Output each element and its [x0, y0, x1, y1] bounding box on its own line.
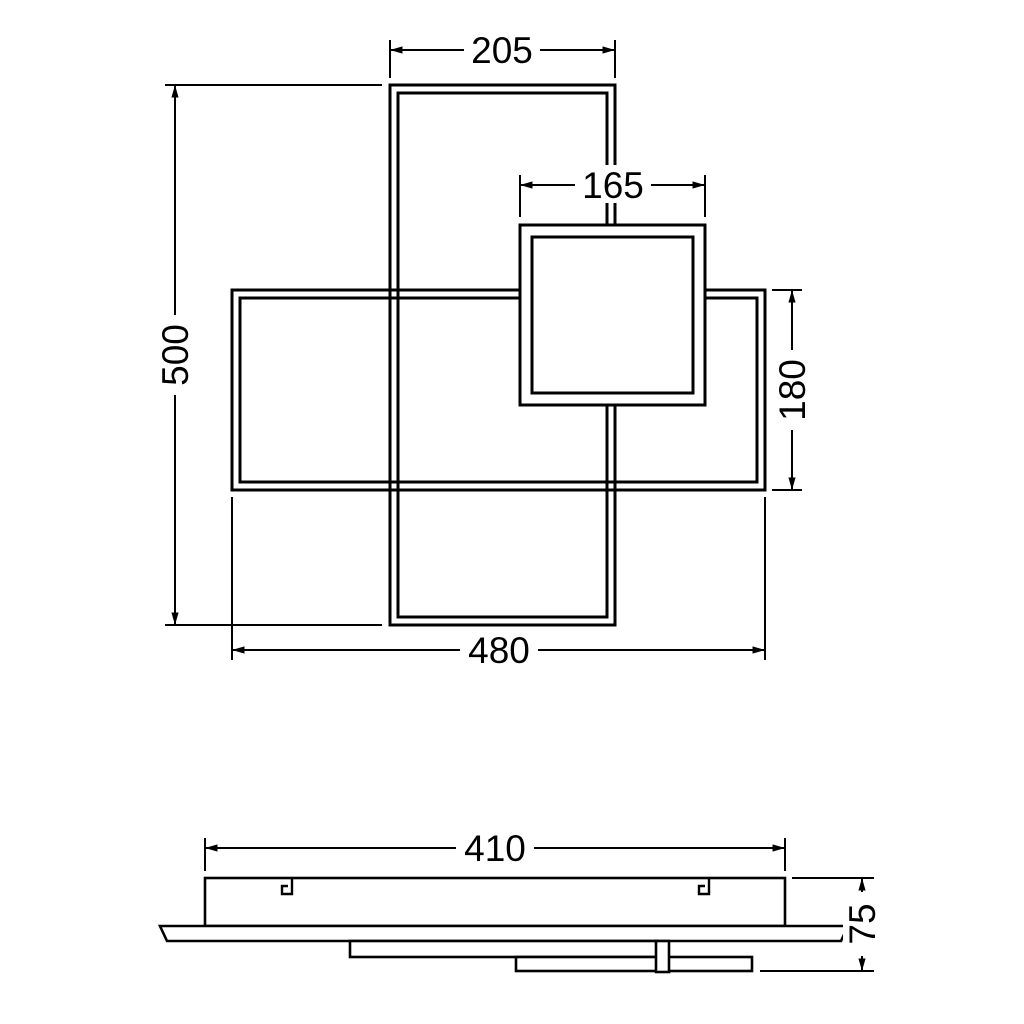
lamp-body-profile — [203, 876, 787, 928]
dimension-500: 500 — [155, 84, 382, 626]
frame-profile-lower — [514, 955, 754, 973]
dimension-480-label: 480 — [468, 630, 530, 671]
dimension-180: 180 — [772, 289, 813, 491]
label-mask — [773, 350, 811, 430]
dimension-410: 410 — [204, 828, 786, 871]
top-view: 205 165 500 180 — [155, 30, 813, 671]
frame-connector-profile — [654, 939, 671, 974]
square-frame-inner-outline — [530, 235, 695, 395]
horizontal-frame-inner-outline — [238, 296, 759, 484]
canopy-plate-profile — [157, 924, 851, 943]
label-mask — [843, 892, 881, 956]
dimension-75-label: 75 — [842, 903, 883, 944]
dimension-180-label: 180 — [772, 359, 813, 421]
dimension-165-label: 165 — [582, 165, 644, 206]
square-frame-outer-outline — [518, 223, 707, 407]
label-mask — [456, 828, 534, 866]
dimension-500-label: 500 — [155, 324, 196, 386]
dimension-205: 205 — [389, 30, 616, 78]
side-view: 410 75 — [157, 828, 883, 974]
dimension-205-label: 205 — [471, 30, 533, 71]
horizontal-frame-outer-outline — [230, 288, 767, 492]
horizontal-frame — [230, 288, 767, 492]
dimension-165: 165 — [519, 165, 706, 217]
label-mask — [460, 630, 538, 668]
label-mask — [156, 315, 194, 395]
dimension-480: 480 — [231, 497, 766, 671]
label-mask — [464, 30, 540, 68]
dimension-410-label: 410 — [464, 828, 526, 869]
mounting-clip-left — [280, 878, 294, 896]
dimension-75: 75 — [760, 877, 883, 972]
square-frame — [518, 223, 707, 407]
frame-profile-upper — [348, 939, 660, 959]
mounting-clip-right — [697, 878, 711, 896]
label-mask — [575, 165, 651, 203]
